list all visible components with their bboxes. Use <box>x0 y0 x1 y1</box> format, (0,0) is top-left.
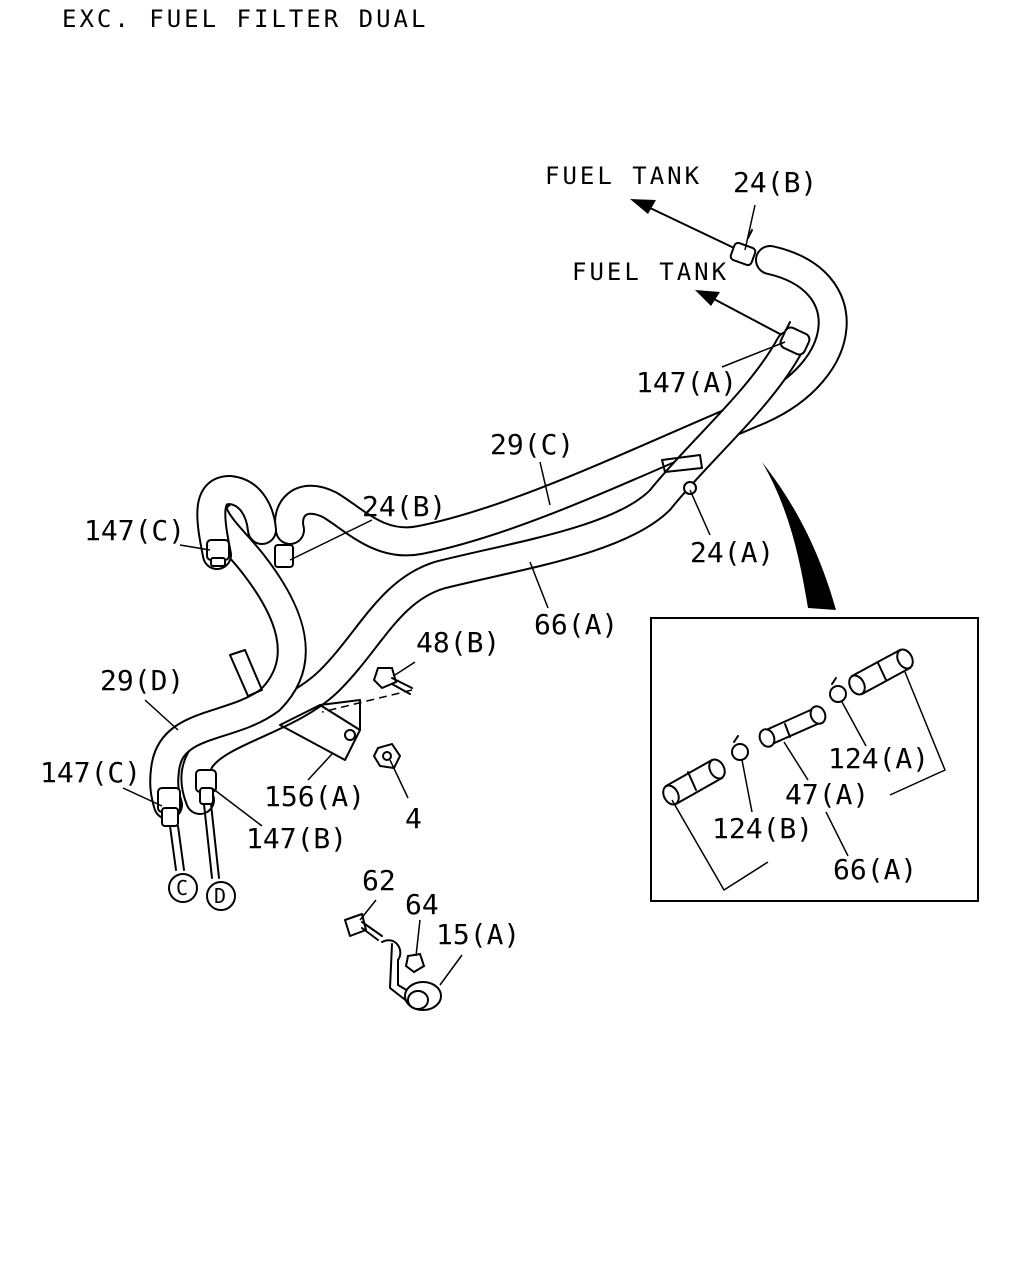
fitting-147b <box>195 769 217 805</box>
svg-text:D: D <box>214 884 226 908</box>
label-fuel-tank-lower: FUEL TANK <box>572 258 729 286</box>
label-fuel-tank-upper: FUEL TANK <box>545 162 702 190</box>
leader-lines <box>122 204 786 986</box>
fitting-147c-left <box>157 787 181 827</box>
label-24a: 24(A) <box>690 536 774 569</box>
label-15a: 15(A) <box>436 918 520 951</box>
arrow-fuel-tank-lower <box>695 290 781 335</box>
label-24b-top: 24(B) <box>733 166 817 199</box>
hose-29c <box>274 245 848 557</box>
label-29d: 29(D) <box>100 664 184 697</box>
clamp-29c-24a <box>661 454 703 495</box>
fitting-147c-top <box>206 539 230 567</box>
hose-66a <box>180 330 805 815</box>
detail-clamp-124a <box>829 677 847 703</box>
bolt-48b <box>372 667 413 695</box>
label-147c-top: 147(C) <box>84 514 185 547</box>
detail-connector-47a <box>758 705 827 748</box>
tube-ends <box>169 803 220 879</box>
hose-top-left-loop <box>196 475 277 570</box>
label-147a: 147(A) <box>636 366 737 399</box>
label-48b: 48(B) <box>416 626 500 659</box>
detail-label-124a: 124(A) <box>828 742 929 775</box>
fitting-147a <box>779 321 811 356</box>
label-62: 62 <box>362 864 396 897</box>
connector-d: D <box>206 881 236 911</box>
detail-clamp-124b <box>731 735 749 761</box>
bracket-156a-part <box>229 649 361 761</box>
label-147b: 147(B) <box>246 822 347 855</box>
detail-box: 124(A) 47(A) 124(B) 66(A) <box>650 617 979 902</box>
label-4: 4 <box>405 802 422 835</box>
fitting-24b-top <box>729 229 757 267</box>
callout-labels: FUEL TANK FUEL TANK 24(B) 147(A) 29(C) 2… <box>40 162 817 951</box>
detail-pointer <box>762 462 836 610</box>
label-29c: 29(C) <box>490 428 574 461</box>
label-24b-mid: 24(B) <box>362 490 446 523</box>
clip-15a-assembly <box>344 913 442 1011</box>
diagram-title: EXC. FUEL FILTER DUAL <box>62 5 428 33</box>
detail-label-47a: 47(A) <box>785 778 869 811</box>
label-64: 64 <box>405 888 439 921</box>
nut-4 <box>372 742 402 770</box>
detail-hose-left <box>662 758 726 806</box>
detail-hose-right <box>848 648 914 696</box>
detail-label-66a: 66(A) <box>833 853 917 886</box>
detail-label-124b: 124(B) <box>712 812 813 845</box>
label-156a: 156(A) <box>264 780 365 813</box>
hose-29d <box>149 480 307 820</box>
label-147c-left: 147(C) <box>40 756 141 789</box>
arrow-fuel-tank-upper <box>630 199 733 248</box>
svg-text:C: C <box>176 876 188 900</box>
clamp-24b-mid <box>274 544 294 568</box>
connector-c: C <box>168 873 198 903</box>
label-66a-main: 66(A) <box>534 608 618 641</box>
